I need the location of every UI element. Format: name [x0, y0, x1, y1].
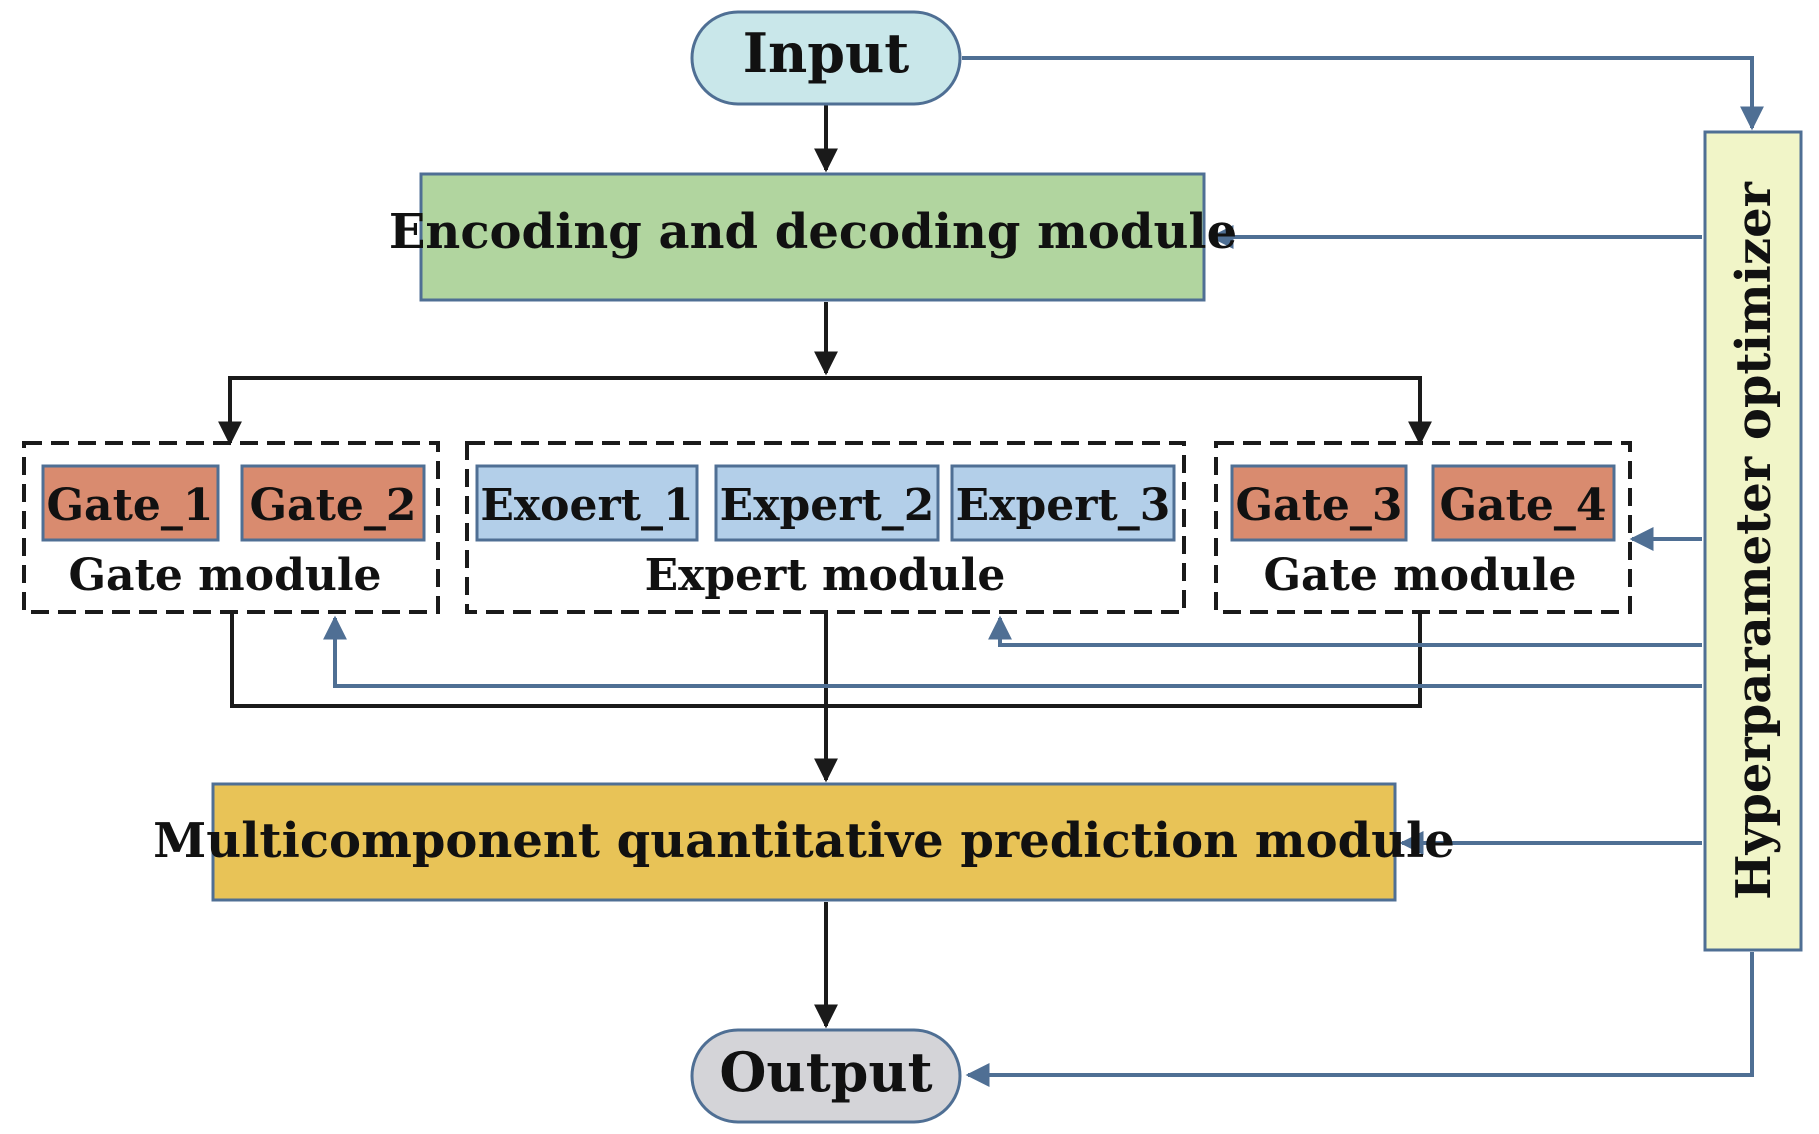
expert-module-frame — [465, 441, 1186, 614]
encoder-box — [419, 172, 1206, 302]
expert-module: Exoert_1 Expert_2 Expert_3 Expert module — [465, 441, 1186, 614]
expert-box — [714, 464, 940, 542]
gate-module-right-label: Gate module — [1263, 550, 1576, 601]
split-line — [218, 376, 1432, 446]
input-label: Input — [743, 21, 910, 85]
gate-module-right: Gate_3 Gate_4 Gate module — [1214, 441, 1632, 614]
gate-label: Gate_4 — [1439, 480, 1606, 531]
gate-module-left: Gate_1 Gate_2 Gate module — [22, 441, 440, 614]
output-capsule — [690, 1028, 962, 1124]
output-label: Output — [719, 1040, 932, 1104]
optimizer-node: Hyperparameter optimizer — [1703, 130, 1803, 952]
optimizer-to-output-arrow — [965, 952, 1754, 1087]
input-capsule — [690, 10, 962, 106]
encoder-node: Encoding and decoding module — [389, 172, 1237, 302]
expert-box — [475, 464, 699, 542]
gate-label: Gate_1 — [46, 480, 213, 531]
expert-label: Expert_2 — [720, 480, 935, 531]
input-to-optimizer-arrow — [962, 56, 1764, 131]
output-node: Output — [690, 1028, 962, 1124]
optimizer-to-gate-left-arrow — [323, 615, 1702, 688]
gate-right-to-collect — [826, 612, 1422, 708]
expert-label: Exoert_1 — [480, 480, 693, 531]
optimizer-box — [1703, 130, 1803, 952]
optimizer-connectors — [323, 56, 1764, 1087]
expert-module-label: Expert module — [645, 550, 1006, 601]
prediction-label: Multicomponent quantitative prediction m… — [153, 813, 1455, 869]
gate-box — [240, 464, 426, 542]
input-node: Input — [690, 10, 962, 106]
gate-box — [1431, 464, 1616, 542]
gate-box — [1230, 464, 1408, 542]
optimizer-to-expert-arrow — [988, 615, 1702, 647]
gate-module-left-label: Gate module — [68, 550, 381, 601]
gate-module-left-frame — [22, 441, 440, 614]
gate-module-right-frame — [1214, 441, 1632, 614]
gate-box — [41, 464, 220, 542]
expert-label: Expert_3 — [956, 480, 1171, 531]
expert-box — [950, 464, 1176, 542]
prediction-node: Multicomponent quantitative prediction m… — [153, 782, 1455, 902]
optimizer-label: Hyperparameter optimizer — [1726, 181, 1782, 900]
gate-label: Gate_2 — [249, 480, 416, 531]
prediction-box — [211, 782, 1397, 902]
gate-label: Gate_3 — [1235, 480, 1402, 531]
encoder-label: Encoding and decoding module — [389, 204, 1237, 260]
gate-left-to-collect — [230, 612, 826, 708]
